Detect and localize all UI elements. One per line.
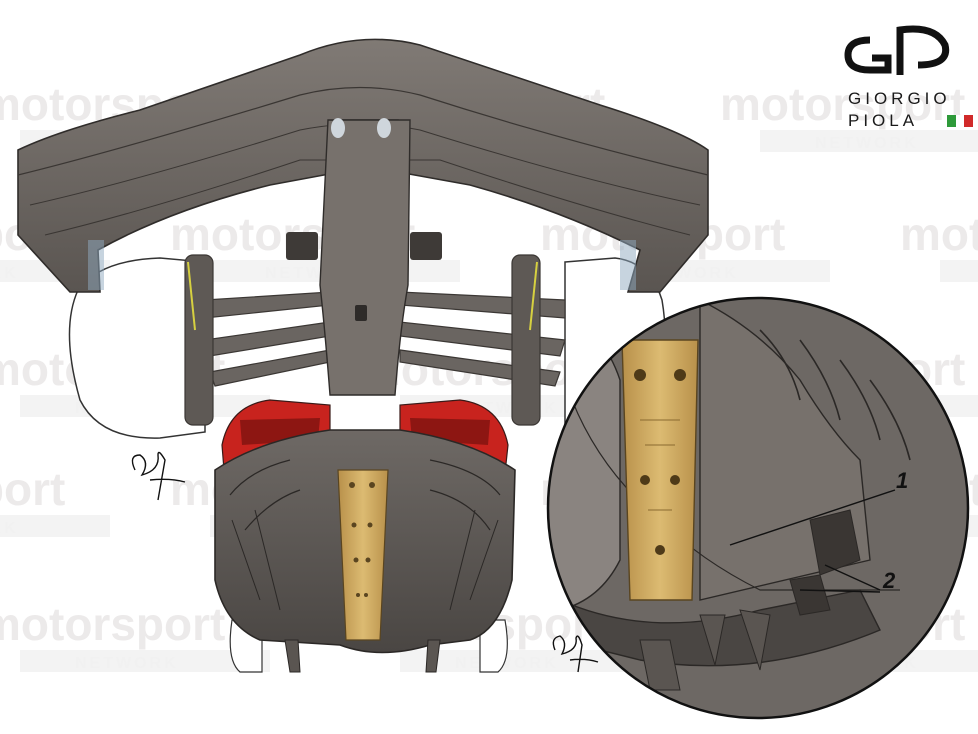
leader-line-2a (824, 564, 881, 591)
flag-stripe-white (955, 115, 965, 127)
watermark-network-text: NETWORK (0, 265, 19, 282)
watermark-band (20, 650, 270, 672)
watermark-brand-text: motorsport (0, 598, 225, 650)
watermark-brand-text: motorsport (0, 463, 65, 515)
logo-wordmark: GIORGIO PIOLA (848, 88, 951, 132)
diffuser-floor (214, 429, 516, 673)
callout-label-2: 2 (883, 568, 896, 593)
logo-name-line1: GIORGIO (848, 89, 951, 108)
watermark-brand-text: motorsport (900, 208, 978, 260)
leader-line-1 (729, 489, 896, 546)
italian-flag-icon (947, 115, 974, 127)
callout-label-1: 1 (896, 468, 909, 493)
diffuser-detail-zoom (546, 296, 970, 720)
leader-line-2b (799, 589, 881, 593)
watermark-band (940, 260, 978, 282)
flag-stripe-green (947, 115, 956, 127)
watermark-network-text: NETWORK (0, 520, 19, 537)
artist-signature-icon (131, 451, 599, 673)
watermark-network-text: NETWORK (815, 135, 919, 152)
watermark-brand-text: motorsport (720, 78, 965, 130)
watermark-band (760, 130, 978, 152)
watermark-band (0, 515, 110, 537)
giorgio-piola-logo-icon (844, 25, 950, 75)
watermark-network-text: NETWORK (75, 655, 179, 672)
rear-wing (17, 38, 709, 396)
watermark-band (400, 650, 650, 672)
flag-stripe-red (964, 115, 974, 127)
logo-name-line2: PIOLA (848, 111, 919, 130)
